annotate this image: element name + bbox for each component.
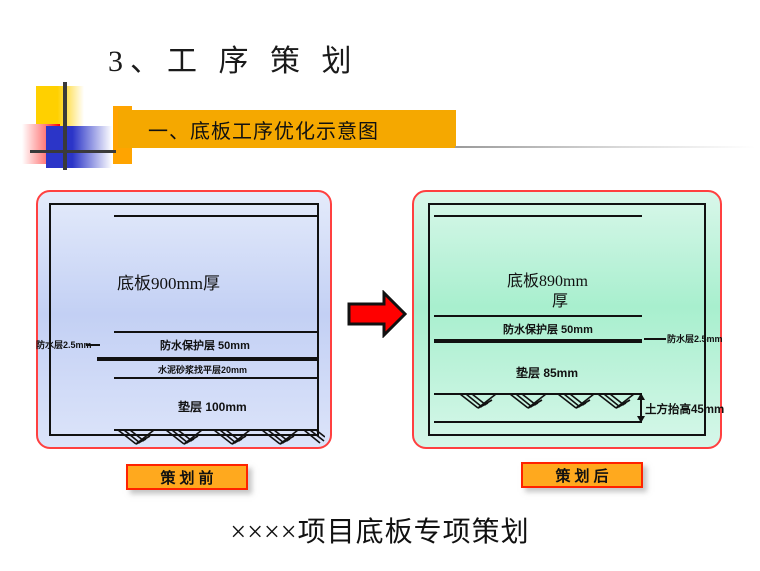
diagram-panel-before: 底板900mm厚 防水保护层 50mm 水泥砂浆找平层20mm 垫层 100mm [36, 190, 332, 449]
earth-raise-dimension-arrow [637, 393, 645, 423]
waterproof-layer-edge-label-after: 防水层2.5mm [667, 334, 723, 344]
protection-layer-label: 防水保护层 50mm [160, 340, 250, 352]
right-arrow-icon [347, 290, 408, 338]
decorative-logo [22, 82, 134, 174]
section-banner-label: 一、底板工序优化示意图 [148, 120, 379, 143]
slab-top-line [114, 215, 317, 217]
waterproof-leader-line-after [644, 338, 666, 340]
cushion-layer-label: 垫层 100mm [178, 400, 247, 414]
protection-layer-label-after: 防水保护层 50mm [503, 324, 593, 336]
diagram-inner-frame-after: 底板890mm 厚 防水保护层 50mm 垫层 85mm [428, 203, 724, 436]
diagram-inner-frame-before: 底板900mm厚 防水保护层 50mm 水泥砂浆找平层20mm 垫层 100mm [49, 203, 325, 445]
banner-divider-rule [455, 146, 755, 148]
excavation-bottom-line [434, 421, 642, 423]
earth-top-line-after [434, 393, 642, 395]
deco-yellow-square [36, 86, 84, 126]
waterproof-membrane-line [97, 357, 317, 361]
waterproof-layer-edge-label: 防水层2.5mm [36, 340, 92, 350]
deco-vertical-line [63, 82, 67, 170]
caption-before: 策划前 [126, 464, 248, 490]
ground-hatching [117, 430, 325, 445]
protection-layer-top-line-after [434, 315, 642, 317]
deco-blue-square [46, 126, 112, 168]
waterproof-membrane-line-after [434, 339, 642, 343]
cushion-layer-label-after: 垫层 85mm [516, 366, 579, 380]
mortar-leveling-label: 水泥砂浆找平层20mm [158, 365, 248, 375]
diagram-panel-after: 底板890mm 厚 防水保护层 50mm 垫层 85mm [412, 190, 724, 449]
earth-raise-label: 土方抬高45mm [645, 404, 725, 416]
ground-hatching-after [459, 394, 635, 409]
caption-before-label: 策划前 [160, 470, 218, 487]
slab-top-line-after [434, 215, 642, 217]
slab-thickness-label-after-line2: 厚 [552, 293, 569, 310]
caption-after-label: 策划后 [555, 468, 613, 485]
ground-line [114, 429, 317, 431]
footer-title: ××××项目底板专项策划 [230, 517, 530, 548]
deco-horizontal-line [30, 150, 116, 153]
section-banner: 一、底板工序优化示意图 [118, 110, 456, 148]
slab-thickness-label-after-line1: 底板890mm [507, 273, 588, 290]
slab-thickness-label: 底板900mm厚 [117, 274, 220, 293]
caption-after: 策划后 [521, 462, 643, 488]
protection-layer-top-line [114, 331, 317, 333]
page-title: 3、工 序 策 划 [108, 45, 359, 78]
mortar-layer-bottom-line [114, 377, 317, 379]
waterproof-leader-line [86, 344, 100, 346]
